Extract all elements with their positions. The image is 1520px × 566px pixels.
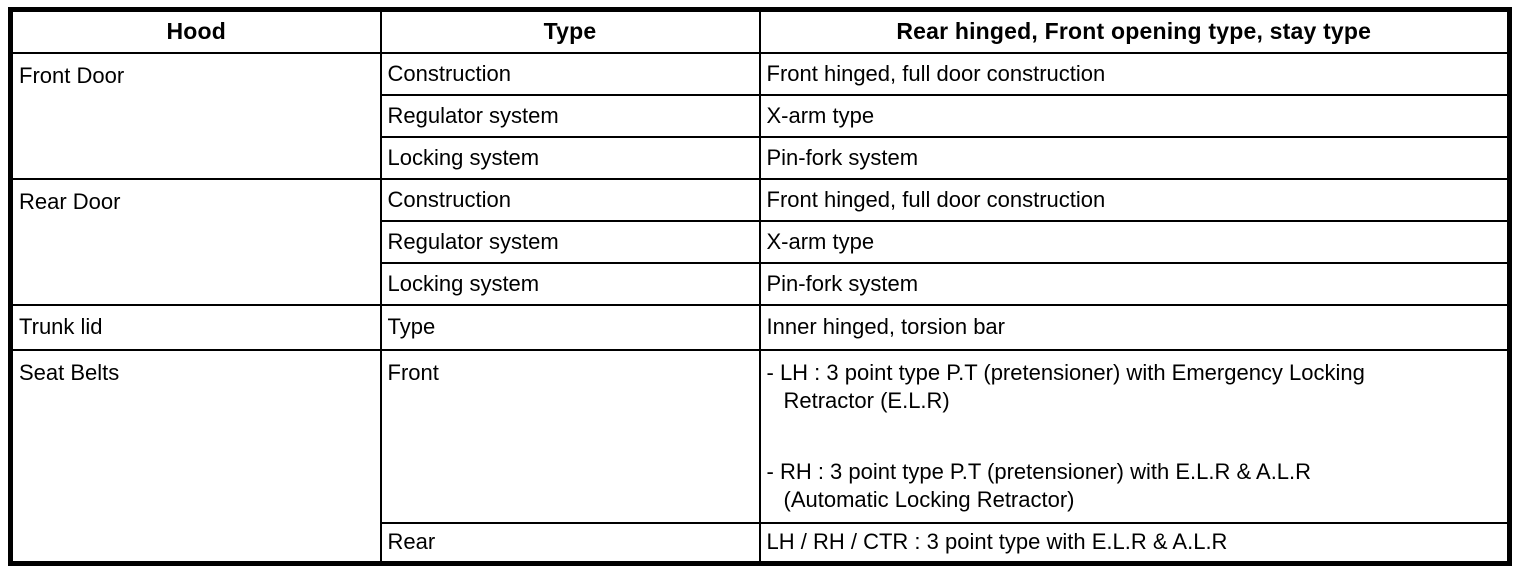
cell-spec: Front hinged, full door construction [758,177,1511,222]
cell-spec: Inner hinged, torsion bar [758,303,1511,351]
cell-item-trunk-lid: Trunk lid [9,303,382,351]
spec-line-lh-1: - LH : 3 point type P.T (pretensioner) w… [766,359,1365,385]
cell-spec: Front hinged, full door construction [758,51,1511,96]
cell-type-regulator: Regulator system [379,93,761,138]
cell-spec: Pin-fork system [758,135,1511,180]
cell-type-rear: Rear [379,521,761,565]
table-row: Regulator system X-arm type [11,219,1511,264]
table-row: Locking system Pin-fork system [11,261,1511,306]
table-row: Seat Belts Front - LH : 3 point type P.T… [9,348,1511,565]
header-cell-hood: Hood [9,8,382,54]
table-row: Trunk lid Type Inner hinged, torsion bar [9,303,1511,351]
cell-spec: X-arm type [758,219,1511,264]
spec-gap [767,415,1502,458]
header-cell-spec: Rear hinged, Front opening type, stay ty… [758,8,1511,54]
cell-type-construction: Construction [379,177,761,222]
table-row: Locking system Pin-fork system [11,135,1511,180]
cell-spec-front-belts: - LH : 3 point type P.T (pretensioner) w… [758,348,1511,524]
spec-line-lh-2: Retractor (E.L.R) [783,387,950,413]
table-row: Front Door Construction Front hinged, fu… [9,51,1511,180]
cell-type-construction: Construction [379,51,761,96]
specifications-table: Hood Type Rear hinged, Front opening typ… [8,7,1512,566]
table-row: Rear LH / RH / CTR : 3 point type with E… [11,521,1511,565]
cell-item-rear-door: Rear Door [9,177,382,306]
table-row: Regulator system X-arm type [11,93,1511,138]
header-cell-type: Type [379,8,761,54]
cell-type-locking: Locking system [379,135,761,180]
cell-type-front: Front [379,348,761,524]
spec-line-rh-1: - RH : 3 point type P.T (pretensioner) w… [766,458,1312,484]
cell-spec: X-arm type [758,93,1511,138]
header-row: Hood Type Rear hinged, Front opening typ… [9,8,1511,54]
cell-type-locking: Locking system [379,261,761,306]
cell-item-seat-belts: Seat Belts [9,348,382,565]
spec-line-rh-2: (Automatic Locking Retractor) [783,486,1075,512]
cell-item-front-door: Front Door [9,51,382,180]
cell-spec: Pin-fork system [758,261,1511,306]
cell-type-regulator: Regulator system [379,219,761,264]
cell-spec: LH / RH / CTR : 3 point type with E.L.R … [758,521,1511,565]
table-row: Rear Door Construction Front hinged, ful… [9,177,1511,306]
cell-type-type: Type [379,303,761,351]
